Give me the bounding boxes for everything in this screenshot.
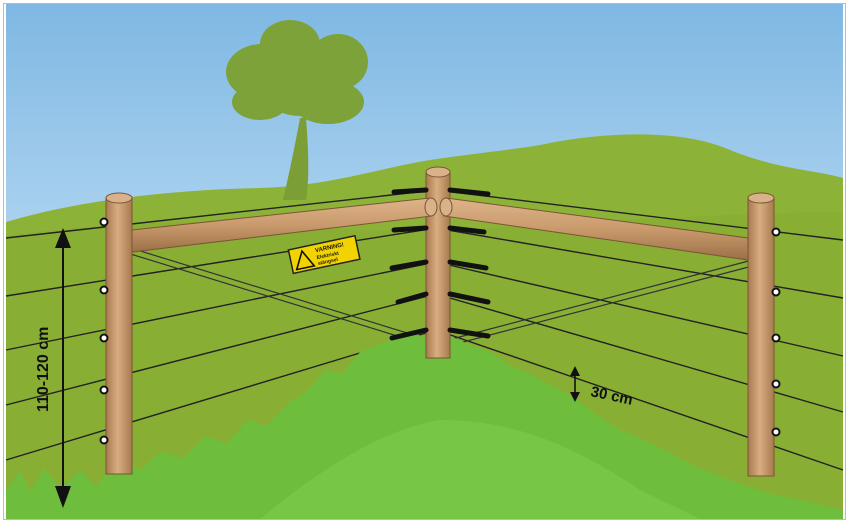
frame [3, 3, 846, 520]
left-rail [131, 197, 438, 253]
spacing-arrow [570, 366, 580, 402]
warning-triangle-icon [295, 249, 316, 271]
warning-sign: VARNING! Elektriskt stängsel [287, 234, 361, 275]
left-post [105, 192, 133, 475]
wires-left [5, 189, 437, 461]
grass-highlight [260, 420, 700, 519]
sign-line-2: stängsel [317, 257, 339, 267]
sign-title: VARNING! [315, 242, 345, 254]
corner-post [425, 166, 451, 359]
right-post [747, 192, 775, 477]
fence-height-label: 110-120 cm [35, 327, 52, 412]
tree [226, 20, 368, 200]
sign-line-1: Elektriskt [316, 250, 340, 261]
double-arrow-icon [55, 228, 71, 508]
end-post-insulators [99, 217, 781, 445]
corner-insulators [389, 187, 491, 341]
wires-right [435, 189, 844, 471]
right-rail [439, 197, 749, 261]
brace-wires [123, 245, 761, 347]
